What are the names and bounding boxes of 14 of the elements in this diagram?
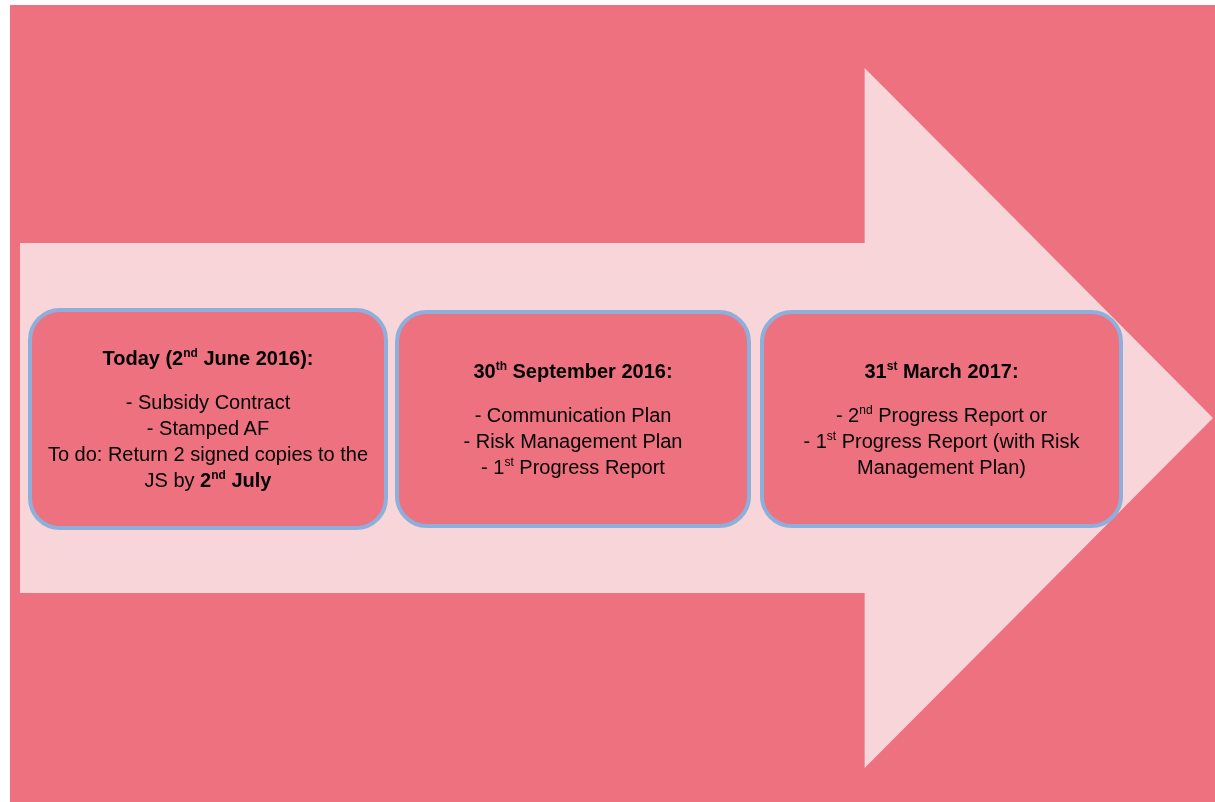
list-item: - 1$^{st}$ Progress Report (with Risk Management Plan) (802, 428, 1081, 480)
list-item: - 2$^{nd}$ Progress Report or (835, 402, 1048, 428)
list-item: - Stamped AF (146, 416, 270, 441)
list-item: - 1$^{st}$ Progress Report (481, 454, 665, 480)
list-item: To do: Return 2 signed copies to the JS by 2$^{nd}$ July (46, 442, 370, 493)
list-item: - Risk Management Plan (463, 429, 683, 454)
list-item: - Communication Plan (474, 403, 672, 428)
list-item: - Subsidy Contract (125, 390, 291, 415)
date-heading: 30$^{th}$ September 2016: (473, 358, 673, 384)
timeline-box (760, 310, 1123, 528)
timeline-box (28, 308, 388, 530)
date-heading: 31$^{st}$ March 2017: (864, 358, 1019, 384)
date-heading: Today (2$^{nd}$ June 2016): (102, 345, 314, 371)
timeline-box (395, 310, 751, 528)
